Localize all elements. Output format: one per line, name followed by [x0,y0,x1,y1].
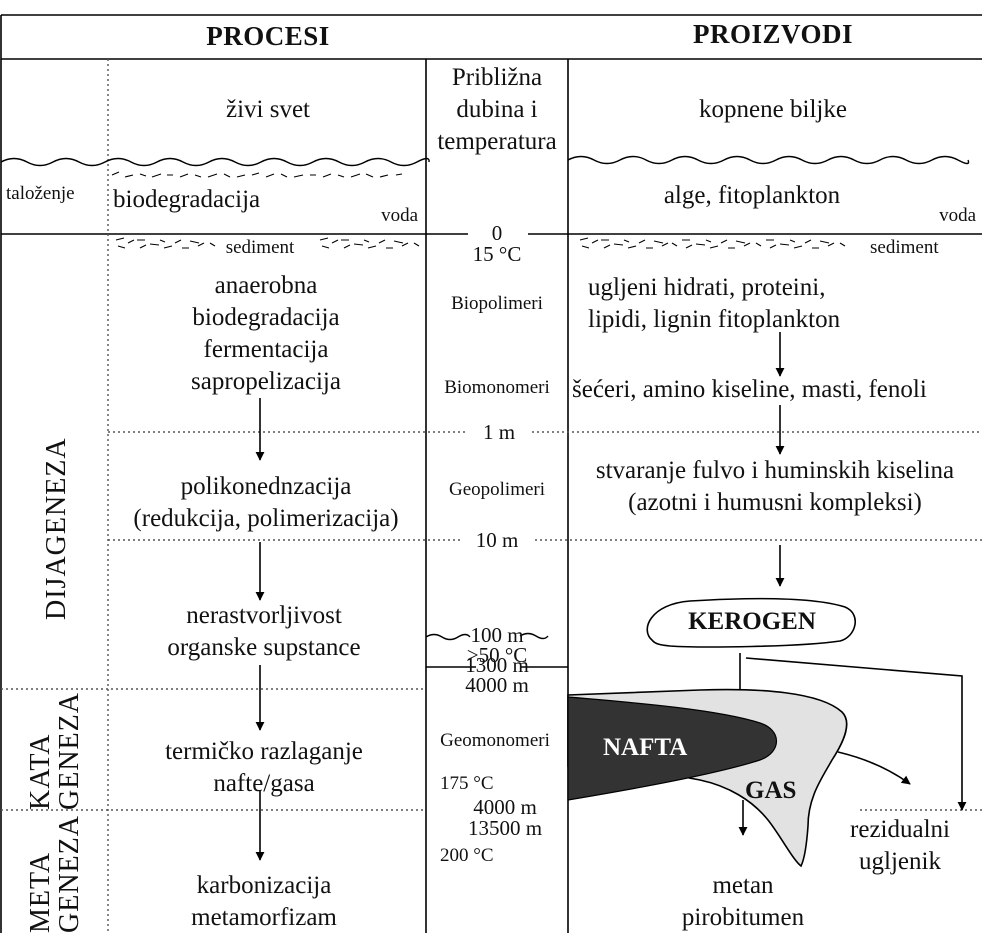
process-thermal-1: termičko razlaganje [165,738,363,765]
product-monomers: šećeri, amino kiseline, masti, fenoli [572,376,927,403]
sediment-texture [111,171,846,249]
product-algae: alge, fitoplankton [663,182,841,209]
process-insolubility-1: nerastvorljivost [186,602,342,629]
depth-header-1: Približna [451,64,543,91]
depth-13500m: 13500 m [467,816,543,840]
process-carbonization-2: metamorfizam [191,904,337,931]
stage-catagenesis-line1: KATA [25,733,56,810]
temp-200: 200 °C [440,845,494,866]
process-living: živi svet [225,96,311,123]
depth-100m: 100 m [470,623,524,647]
process-polycondensation-2: (redukcija, polimerizacija) [133,505,399,532]
depth-10m: 10 m [475,528,519,552]
product-sediment-label: sediment [870,237,939,258]
oil-zone [567,696,777,801]
label-biopolymers: Biopolimeri [451,293,543,314]
product-acids-1: stvaranje fulvo i huminskih kiselina [595,457,955,484]
stage-diagenesis: DIJAGENEZA [41,437,72,620]
process-anaerobic-2: biodegradacija [192,304,340,331]
kerogen-shape [646,597,856,648]
product-gas: GAS [745,777,797,804]
depth-1300m: 1300 m [465,653,529,677]
process-anaerobic-3: fermentacija [203,336,329,363]
flow-arrows [255,332,967,861]
process-anaerobic-4: sapropelizacija [191,368,341,395]
product-acids-2: (azotni i humusni kompleksi) [628,489,922,516]
process-polycondensation-1: polikonednzacija [180,473,352,500]
label-geopolymers: Geopolimeri [448,479,546,500]
process-sediment-label: sediment [225,237,295,258]
process-carbonization-1: karbonizacija [196,872,332,899]
product-kerogen: KEROGEN [688,608,816,635]
product-residual-1: rezidualni [850,816,950,843]
stage-metagenesis-line2: GENEZA [54,815,85,933]
depth-header-2: dubina i [456,96,538,123]
label-biomonomers: Biomonomeri [444,377,550,398]
product-methane-2: pirobitumen [681,904,805,931]
temp-15: 15 °C [472,242,522,266]
temp-175: 175 °C [440,773,494,794]
depth-4000m-bottom: 4000 m [473,795,537,819]
process-water-label: voda [381,205,418,226]
header-products: PROIZVODI [693,19,853,49]
table-frame [0,14,982,933]
temp-50: >50 °C [466,643,528,667]
product-compounds-1: ugljeni hidrati, proteini, [588,274,826,301]
water-surface [0,155,970,641]
stage-deposition: taloženje [6,183,75,204]
process-insolubility-2: organske supstance [167,634,361,661]
label-geomonomers: Geomonomeri [440,730,550,751]
process-anaerobic-1: anaerobna [214,272,318,299]
header-processes: PROCESI [206,21,330,51]
product-methane-1: metan [712,872,774,899]
process-thermal-2: nafte/gasa [213,770,315,797]
depth-4000m-top: 4000 m [465,673,529,697]
depth-1m: 1 m [482,420,516,444]
depth-zero: 0 [491,221,503,245]
product-oil: NAFTA [603,734,688,761]
process-biodegradation: biodegradacija [113,186,261,213]
stage-metagenesis-line1: META [25,851,56,933]
depth-header-3: temperatura [437,128,557,155]
product-residual-2: ugljenik [859,848,941,875]
product-water-label: voda [939,205,976,226]
stage-catagenesis-line2: GENEZA [54,692,85,810]
product-compounds-2: lipidi, lignin fitoplankton [588,306,841,333]
product-land-plants: kopnene biljke [699,96,847,123]
